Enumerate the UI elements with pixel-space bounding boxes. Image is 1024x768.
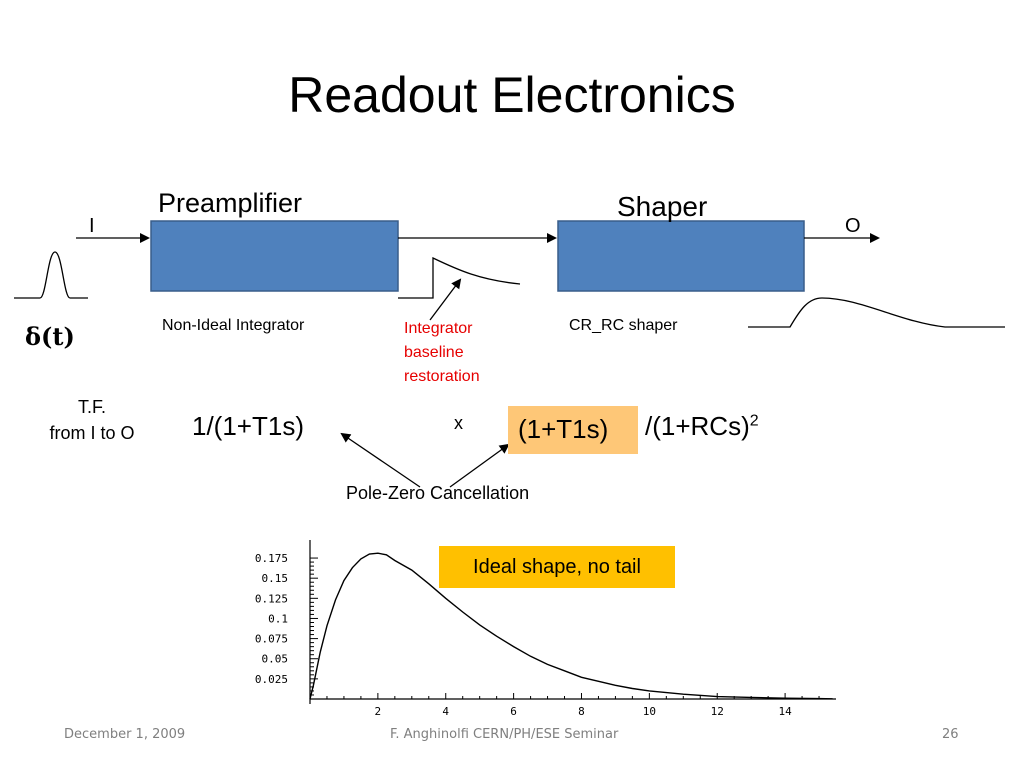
tf-term-3: /(1+RCs)2 — [645, 411, 759, 442]
zero-highlight-box — [508, 406, 638, 454]
tf-denominator: /(1+RCs) — [645, 411, 750, 441]
y-tick-label: 0.125 — [255, 592, 288, 605]
footer-date: December 1, 2009 — [64, 727, 186, 742]
restoration-note: Integrator baseline restoration — [404, 317, 480, 389]
footer-page: 26 — [942, 727, 959, 742]
delta-label: δ(t) — [25, 322, 75, 351]
ideal-shape-note: Ideal shape, no tail — [439, 546, 675, 588]
restoration-line-1: Integrator — [404, 320, 473, 337]
output-label: O — [845, 215, 861, 237]
integrator-output-shape — [398, 256, 521, 299]
x-tick-label: 8 — [578, 705, 585, 718]
preamplifier-label: Preamplifier — [158, 188, 303, 218]
response-curve — [309, 552, 833, 700]
input-label: I — [89, 215, 95, 237]
preamp-caption: Non-Ideal Integrator — [162, 317, 305, 334]
slide-title: Readout Electronics — [288, 67, 736, 123]
tf-exponent: 2 — [749, 412, 759, 430]
tf-term-2: (1+T1s) — [518, 414, 609, 444]
x-tick-label: 6 — [510, 705, 517, 718]
x-tick-label: 4 — [442, 705, 449, 718]
pole-zero-arrow-right — [449, 443, 510, 488]
y-tick-label: 0.1 — [268, 612, 288, 625]
pole-zero-label: Pole-Zero Cancellation — [346, 483, 530, 503]
x-tick-label: 14 — [778, 705, 792, 718]
tf-line-2: from I to O — [49, 423, 135, 443]
x-tick-label: 2 — [375, 705, 382, 718]
y-tick-label: 0.05 — [262, 653, 289, 666]
y-tick-label: 0.15 — [262, 572, 289, 585]
restoration-line-3: restoration — [404, 368, 480, 385]
y-tick-label: 0.075 — [255, 633, 288, 646]
shaper-block — [557, 220, 805, 292]
shaper-label: Shaper — [617, 191, 708, 222]
restoration-arrow — [429, 278, 462, 321]
tf-label: T.F. from I to O — [20, 394, 164, 446]
x-tick-label: 12 — [711, 705, 724, 718]
footer-center: F. Anghinolfi CERN/PH/ESE Seminar — [390, 727, 619, 742]
tf-times: x — [454, 413, 463, 433]
restoration-line-2: baseline — [404, 344, 464, 361]
y-tick-label: 0.175 — [255, 552, 288, 565]
delta-pulse-shape — [14, 251, 88, 299]
tf-term-1: 1/(1+T1s) — [192, 411, 304, 441]
x-tick-label: 10 — [643, 705, 656, 718]
preamplifier-block — [150, 220, 399, 292]
shaper-output-shape — [748, 297, 1005, 328]
tf-line-1: T.F. — [77, 397, 106, 417]
shaper-caption: CR_RC shaper — [569, 317, 678, 334]
y-tick-label: 0.025 — [255, 673, 288, 686]
pole-zero-arrow-left — [340, 432, 421, 488]
shaper-response-chart: 0.025 0.05 0.075 0.1 0.125 0.15 0.175 2 4 6 8 10 12 1… — [255, 540, 836, 718]
